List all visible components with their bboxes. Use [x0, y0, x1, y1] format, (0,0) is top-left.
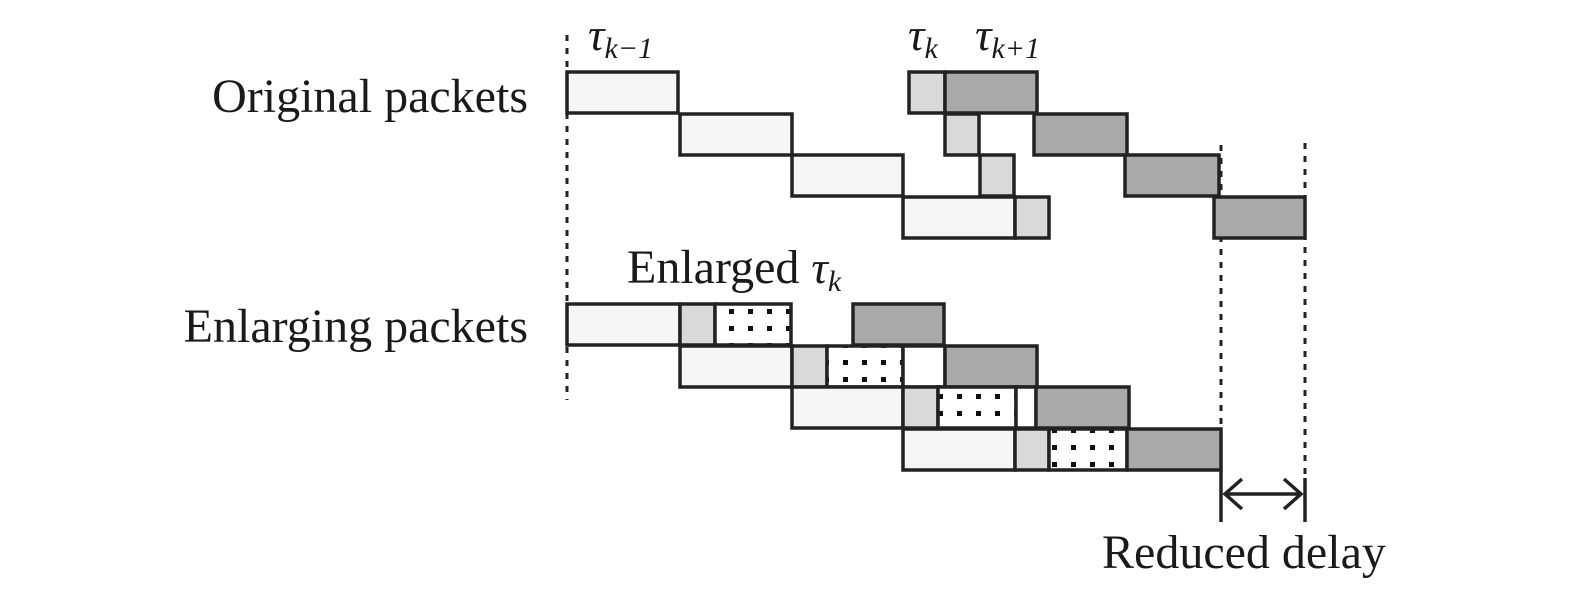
- tau-k-minus-1-label: τk−1: [588, 9, 653, 65]
- enlarging-packet-gap: [1014, 385, 1038, 430]
- enlarging-packet-current: [1013, 427, 1051, 472]
- original-packet-next: [1032, 112, 1129, 157]
- enlarging-packets-group: [565, 302, 1223, 472]
- original-packets-label: Original packets: [212, 70, 528, 123]
- enlarging-packet-next: [943, 344, 1039, 389]
- enlarging-packet-next: [1034, 385, 1131, 430]
- reduced-delay-arrowhead-left: [1222, 477, 1244, 511]
- reduced-delay-arrowhead-right: [1282, 477, 1304, 511]
- enlarging-packet-next: [1125, 427, 1223, 472]
- original-packet-current: [1013, 195, 1051, 240]
- original-packet-prev: [790, 153, 905, 198]
- original-packet-next: [1212, 195, 1307, 240]
- enlarging-packet-enlarged: [936, 385, 1018, 430]
- enlarging-packet-enlarged: [1047, 427, 1129, 472]
- enlarging-packet-next: [851, 302, 946, 347]
- enlarging-packet-current: [901, 385, 940, 430]
- original-packet-next: [943, 70, 1039, 115]
- reduced-delay-label: Reduced delay: [1102, 526, 1386, 579]
- original-packet-current: [943, 112, 981, 157]
- original-packet-current: [907, 70, 947, 115]
- enlarging-packet-current: [790, 344, 829, 389]
- enlarging-packet-enlarged: [825, 344, 905, 389]
- tau-k-plus-1-label: τk+1: [975, 9, 1040, 65]
- original-packet-prev: [565, 70, 680, 115]
- enlarging-packets-label: Enlarging packets: [184, 300, 528, 353]
- original-packet-prev: [901, 195, 1017, 240]
- tau-k-label: τk: [908, 9, 938, 65]
- original-packets-group: [565, 70, 1307, 240]
- enlarging-packet-prev: [678, 344, 794, 389]
- reduced-delay-indicator: Reduced delay: [1102, 470, 1386, 579]
- original-packet-prev: [678, 112, 794, 157]
- enlarging-packet-prev: [565, 302, 682, 347]
- enlarging-packet-prev: [790, 385, 905, 430]
- enlarging-packet-gap: [901, 344, 947, 389]
- enlarging-packet-enlarged: [713, 302, 793, 347]
- enlarging-packet-current: [678, 302, 717, 347]
- enlarging-packet-prev: [901, 427, 1017, 472]
- original-packet-next: [1123, 153, 1221, 198]
- original-packet-current: [978, 153, 1016, 198]
